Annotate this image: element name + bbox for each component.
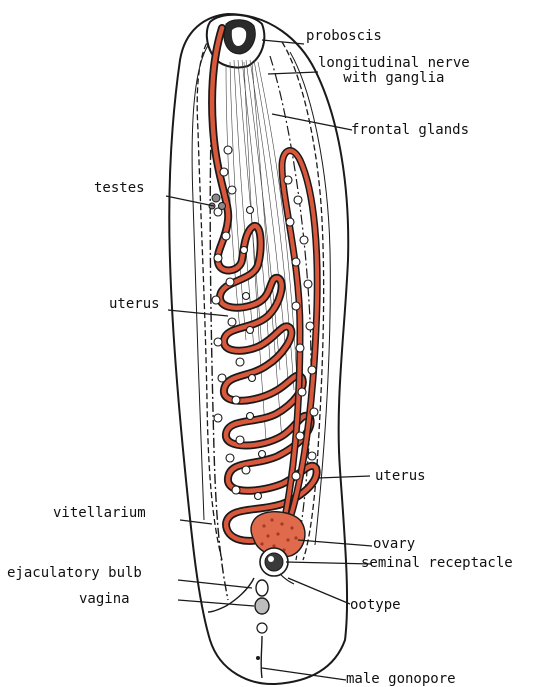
label-longitudinal-nerve: longitudinal nerve with ganglia <box>318 56 470 86</box>
label-ejaculatory-bulb: ejaculatory bulb <box>7 566 142 581</box>
gonopore <box>256 656 260 660</box>
label-ootype: ootype <box>350 598 401 613</box>
label-vitellarium: vitellarium <box>53 506 146 521</box>
label-uterus-left: uterus <box>109 297 160 312</box>
label-testes: testes <box>94 181 145 196</box>
label-vagina: vagina <box>79 592 130 607</box>
label-uterus-right: uterus <box>375 469 426 484</box>
ejaculatory-bulb <box>255 580 269 633</box>
label-seminal-receptacle: seminal receptacle <box>361 556 513 571</box>
seminal-receptacle <box>260 548 288 576</box>
label-ovary: ovary <box>373 537 415 552</box>
label-frontal-glands: frontal glands <box>351 123 469 138</box>
label-proboscis: proboscis <box>306 29 382 44</box>
label-male-gonopore: male gonopore <box>346 672 456 687</box>
vagina-duct <box>208 578 254 612</box>
gonoduct <box>261 636 262 678</box>
